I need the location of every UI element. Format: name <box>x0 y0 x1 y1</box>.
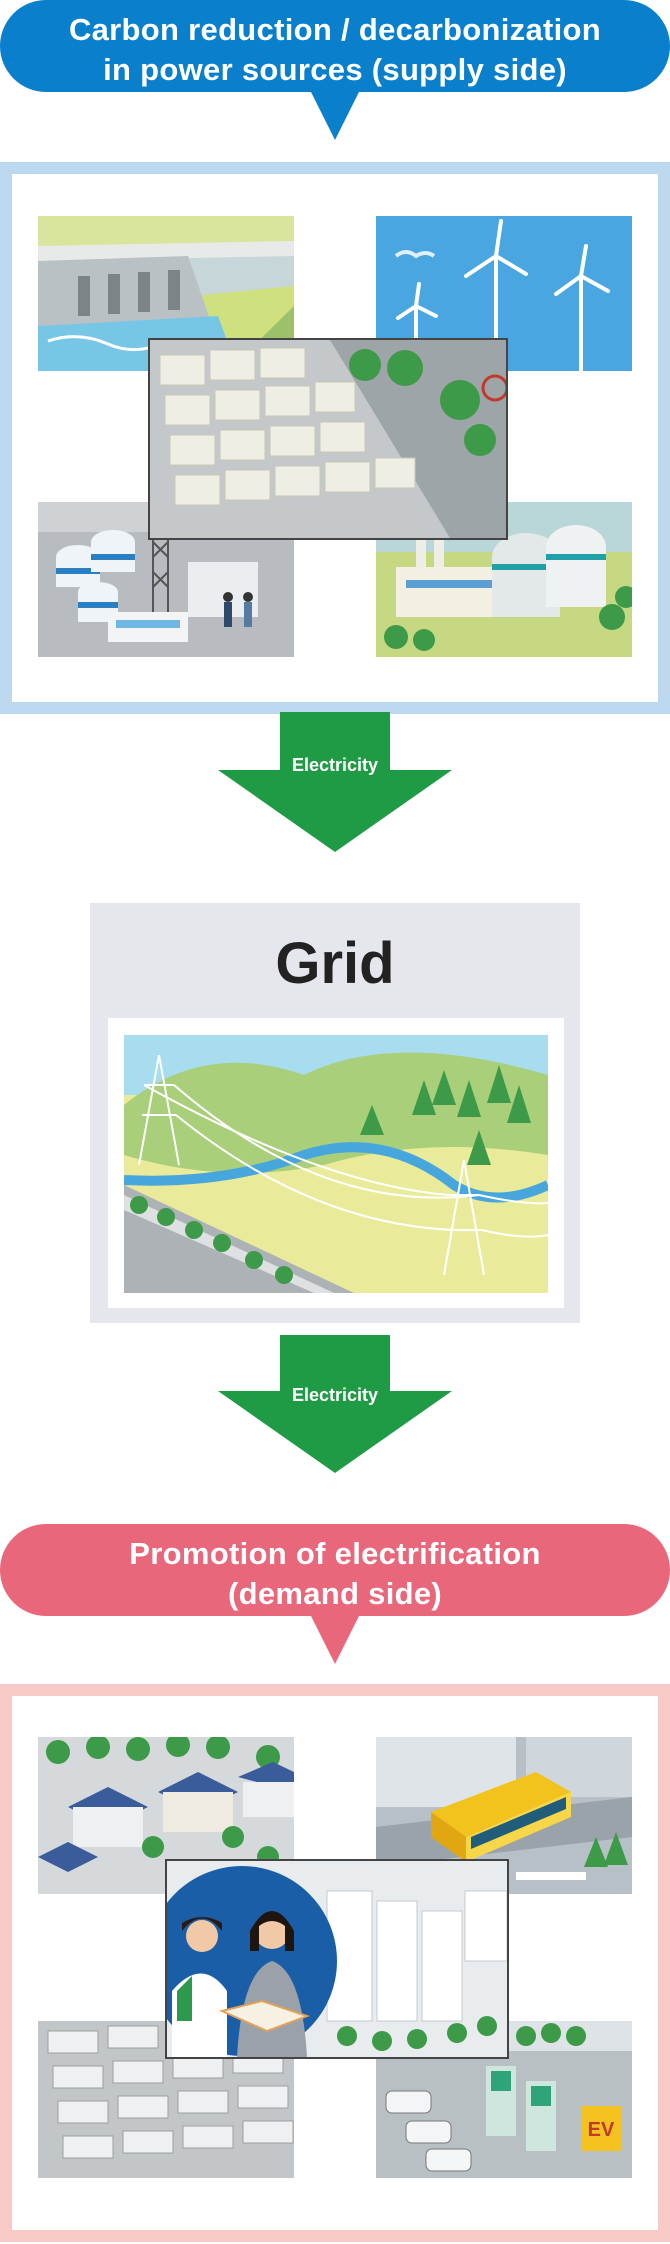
demand-side-banner: Promotion of electrification (demand sid… <box>0 1524 670 1616</box>
grid-title: Grid <box>275 931 395 996</box>
demand-title-line2: (demand side) <box>227 1576 443 1611</box>
svg-text:EV: EV <box>588 2119 615 2141</box>
supply-banner-pointer <box>310 90 360 140</box>
supply-title-line1: Carbon reduction / decarbonization <box>68 12 602 47</box>
electricity-arrow-1 <box>218 712 452 852</box>
electricity-label-2: Electricity <box>291 1385 379 1405</box>
battery-storage-illustration <box>148 338 508 540</box>
ev-charging-illustration: EV <box>376 2021 632 2178</box>
electricity-label-1: Electricity <box>291 755 379 775</box>
demand-title-line1: Promotion of electrification <box>129 1536 541 1571</box>
electricity-arrow-2 <box>218 1335 452 1473</box>
supply-title-line2: in power sources (supply side) <box>103 52 567 87</box>
demand-banner-pointer <box>310 1614 360 1664</box>
consultation-city-illustration <box>165 1859 509 2059</box>
battery-factory-illustration <box>38 2021 294 2178</box>
supply-side-banner: Carbon reduction / decarbonization in po… <box>0 0 670 92</box>
transmission-towers-illustration <box>124 1035 548 1293</box>
